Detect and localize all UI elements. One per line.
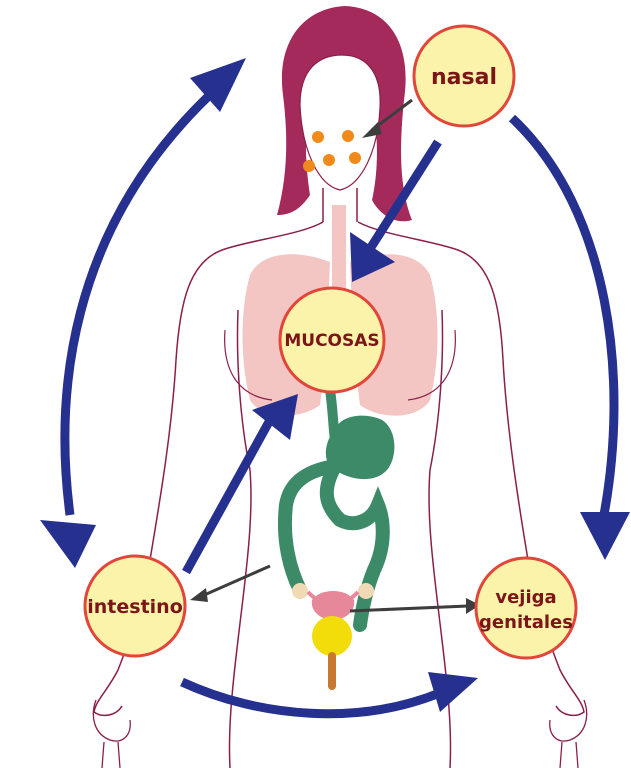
nasal-label: nasal: [431, 65, 497, 90]
intestino-circle: intestino: [85, 556, 185, 656]
mucosas-circle: MUCOSAS: [280, 288, 384, 392]
arrow-intestino-to-head: [65, 90, 215, 515]
pointer-gut-to-intestino-head: [190, 588, 208, 602]
bladder: [312, 616, 352, 656]
arrow-intestino-to-vejiga-head: [428, 672, 478, 712]
arrow-intestino-to-mucosas: [186, 420, 270, 572]
arrow-intestino-to-vejiga: [182, 682, 442, 714]
uterus: [312, 591, 354, 620]
left-hand: [93, 700, 130, 768]
right-hand: [550, 700, 587, 768]
trachea: [332, 205, 346, 295]
right-ovary: [358, 583, 374, 599]
arrow-to-intestino-head: [40, 520, 96, 568]
vejiga-genitales-circle: vejiga genitales: [476, 558, 576, 658]
left-ovary: [292, 583, 308, 599]
nasal-circle: nasal: [414, 26, 514, 126]
intestino-label: intestino: [87, 596, 183, 618]
genitales-label: genitales: [479, 612, 573, 633]
vejiga-label: vejiga: [495, 587, 556, 608]
arrow-nasal-to-vejiga: [512, 118, 614, 520]
arrow-nasal-to-vejiga-head: [580, 512, 630, 560]
mucosas-label: MUCOSAS: [284, 331, 379, 351]
pointer-gut-to-intestino: [202, 566, 270, 596]
